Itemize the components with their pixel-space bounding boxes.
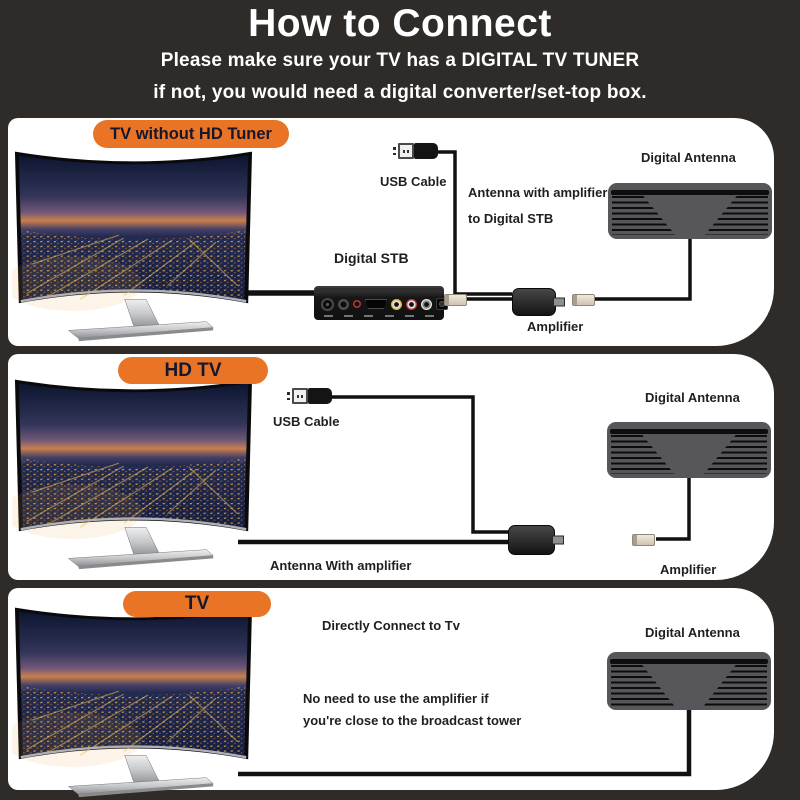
label-no-amplifier-tip: No need to use the amplifier if you're c… — [303, 691, 522, 728]
antenna-graphic — [608, 183, 772, 239]
antenna-graphic — [607, 422, 771, 478]
badge-tv-without-hd-tuner: TV without HD Tuner — [93, 120, 289, 148]
cable-usb — [325, 395, 510, 534]
usb-plug-icon — [287, 388, 332, 404]
header-subtitle-1: Please make sure your TV has a DIGITAL T… — [160, 50, 640, 71]
badge-hd-tv: HD TV — [118, 357, 268, 384]
label-antenna-with-amplifier: Antenna With amplifier — [270, 558, 412, 573]
label-usb-cable: USB Cable — [273, 414, 340, 429]
tv-graphic — [12, 150, 254, 343]
coax-connector-icon — [572, 294, 595, 306]
label-usb-cable: USB Cable — [380, 174, 447, 189]
cable-layer-3 — [238, 710, 692, 777]
cable-amplifier-to-antenna — [656, 478, 691, 541]
coax-connector-icon — [444, 294, 467, 306]
label-amplifier: Amplifier — [527, 319, 584, 334]
label-antenna-note: Antenna with amplifier to Digital STB — [468, 185, 608, 226]
usb-plug-icon — [393, 143, 438, 159]
panel-tv-direct: TV Directly Connect to Tv No need to use… — [8, 588, 774, 799]
cable-amplifier-to-antenna — [594, 239, 692, 301]
badge-tv: TV — [123, 591, 271, 617]
panel-tv-without-hd-tuner: TV without HD Tuner USB Cable Antenna wi… — [8, 118, 774, 346]
amplifier-graphic — [512, 288, 565, 316]
cable-tv-to-antenna — [238, 710, 692, 777]
coax-connector-icon — [632, 534, 655, 546]
label-directly-connect: Directly Connect to Tv — [322, 618, 460, 633]
label-digital-antenna: Digital Antenna — [645, 625, 740, 640]
label-digital-stb: Digital STB — [334, 250, 409, 266]
amplifier-graphic — [508, 525, 564, 555]
cable-layer-2 — [238, 395, 691, 545]
page-title: How to Connect — [248, 2, 552, 45]
label-amplifier: Amplifier — [660, 562, 717, 577]
tv-graphic — [12, 378, 254, 571]
cable-usb — [432, 150, 512, 296]
header: How to Connect Please make sure your TV … — [0, 0, 800, 108]
panel-hd-tv: HD TV USB Cable Digital Antenna Antenna … — [8, 354, 774, 580]
stb-graphic — [314, 286, 448, 320]
tv-graphic — [12, 606, 254, 799]
antenna-graphic — [607, 652, 771, 710]
label-digital-antenna: Digital Antenna — [641, 150, 736, 165]
header-subtitle-2: if not, you would need a digital convert… — [153, 82, 647, 103]
label-digital-antenna: Digital Antenna — [645, 390, 740, 405]
